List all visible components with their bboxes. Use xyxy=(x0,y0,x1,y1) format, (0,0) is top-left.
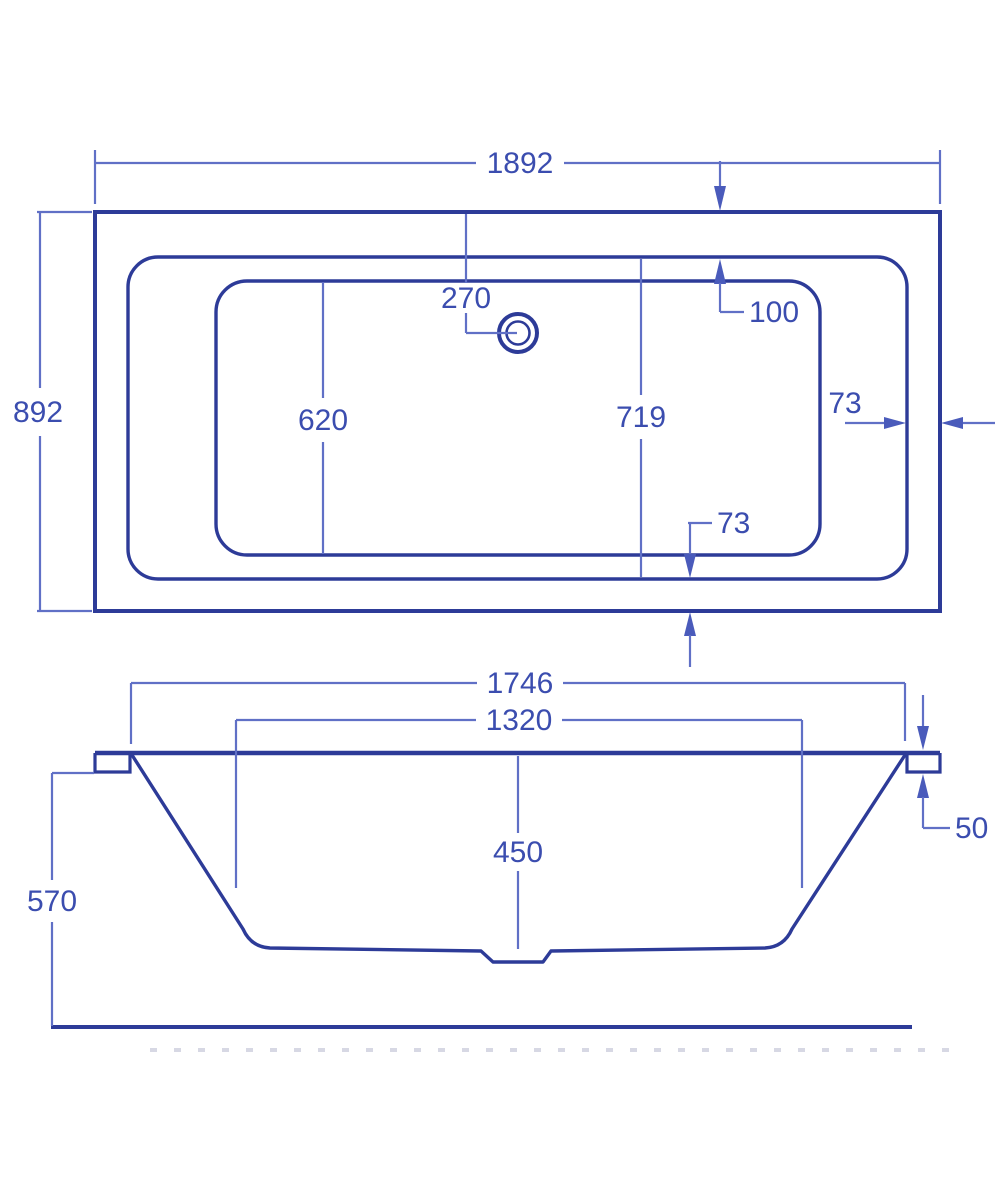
dim-internal-depth: 450 xyxy=(493,836,543,869)
dim-inner-base-width: 620 xyxy=(298,404,348,437)
side-tub-profile xyxy=(130,753,907,964)
plan-base-outline xyxy=(214,279,822,557)
arrowhead-left xyxy=(941,417,963,429)
plan-rim-inner-edge xyxy=(126,255,909,581)
side-right-lip xyxy=(905,753,942,774)
side-view xyxy=(51,750,950,1052)
dim-inner-rim-width: 719 xyxy=(616,401,666,434)
arrowhead-up xyxy=(684,612,696,636)
side-view-dimensions: 1746 1320 450 570 50 xyxy=(27,667,988,1026)
plan-view xyxy=(93,210,942,613)
dim-rim-right: 73 xyxy=(828,387,861,420)
plan-view-dimensions: 1892 892 270 100 73 73 62 xyxy=(13,147,995,667)
dim-rim-bottom: 73 xyxy=(717,507,750,540)
dim-drain-offset: 270 xyxy=(441,282,491,315)
arrowhead-up xyxy=(917,774,929,798)
arrowhead-up xyxy=(714,259,726,284)
arrowhead-down xyxy=(917,726,929,750)
dim-rim-top: 100 xyxy=(749,296,799,329)
arrowhead-down xyxy=(714,186,726,211)
dim-base-length: 1320 xyxy=(486,704,553,737)
side-left-lip xyxy=(93,753,132,774)
dim-overall-width: 892 xyxy=(13,396,63,429)
dim-overall-length: 1892 xyxy=(487,147,554,180)
dim-rim-thickness: 50 xyxy=(955,812,988,845)
arrowhead-down xyxy=(684,554,696,578)
arrowhead-right xyxy=(884,417,906,429)
dim-rim-inner-length: 1746 xyxy=(487,667,554,700)
dim-overall-height: 570 xyxy=(27,885,77,918)
plan-outer-edge xyxy=(93,210,942,613)
